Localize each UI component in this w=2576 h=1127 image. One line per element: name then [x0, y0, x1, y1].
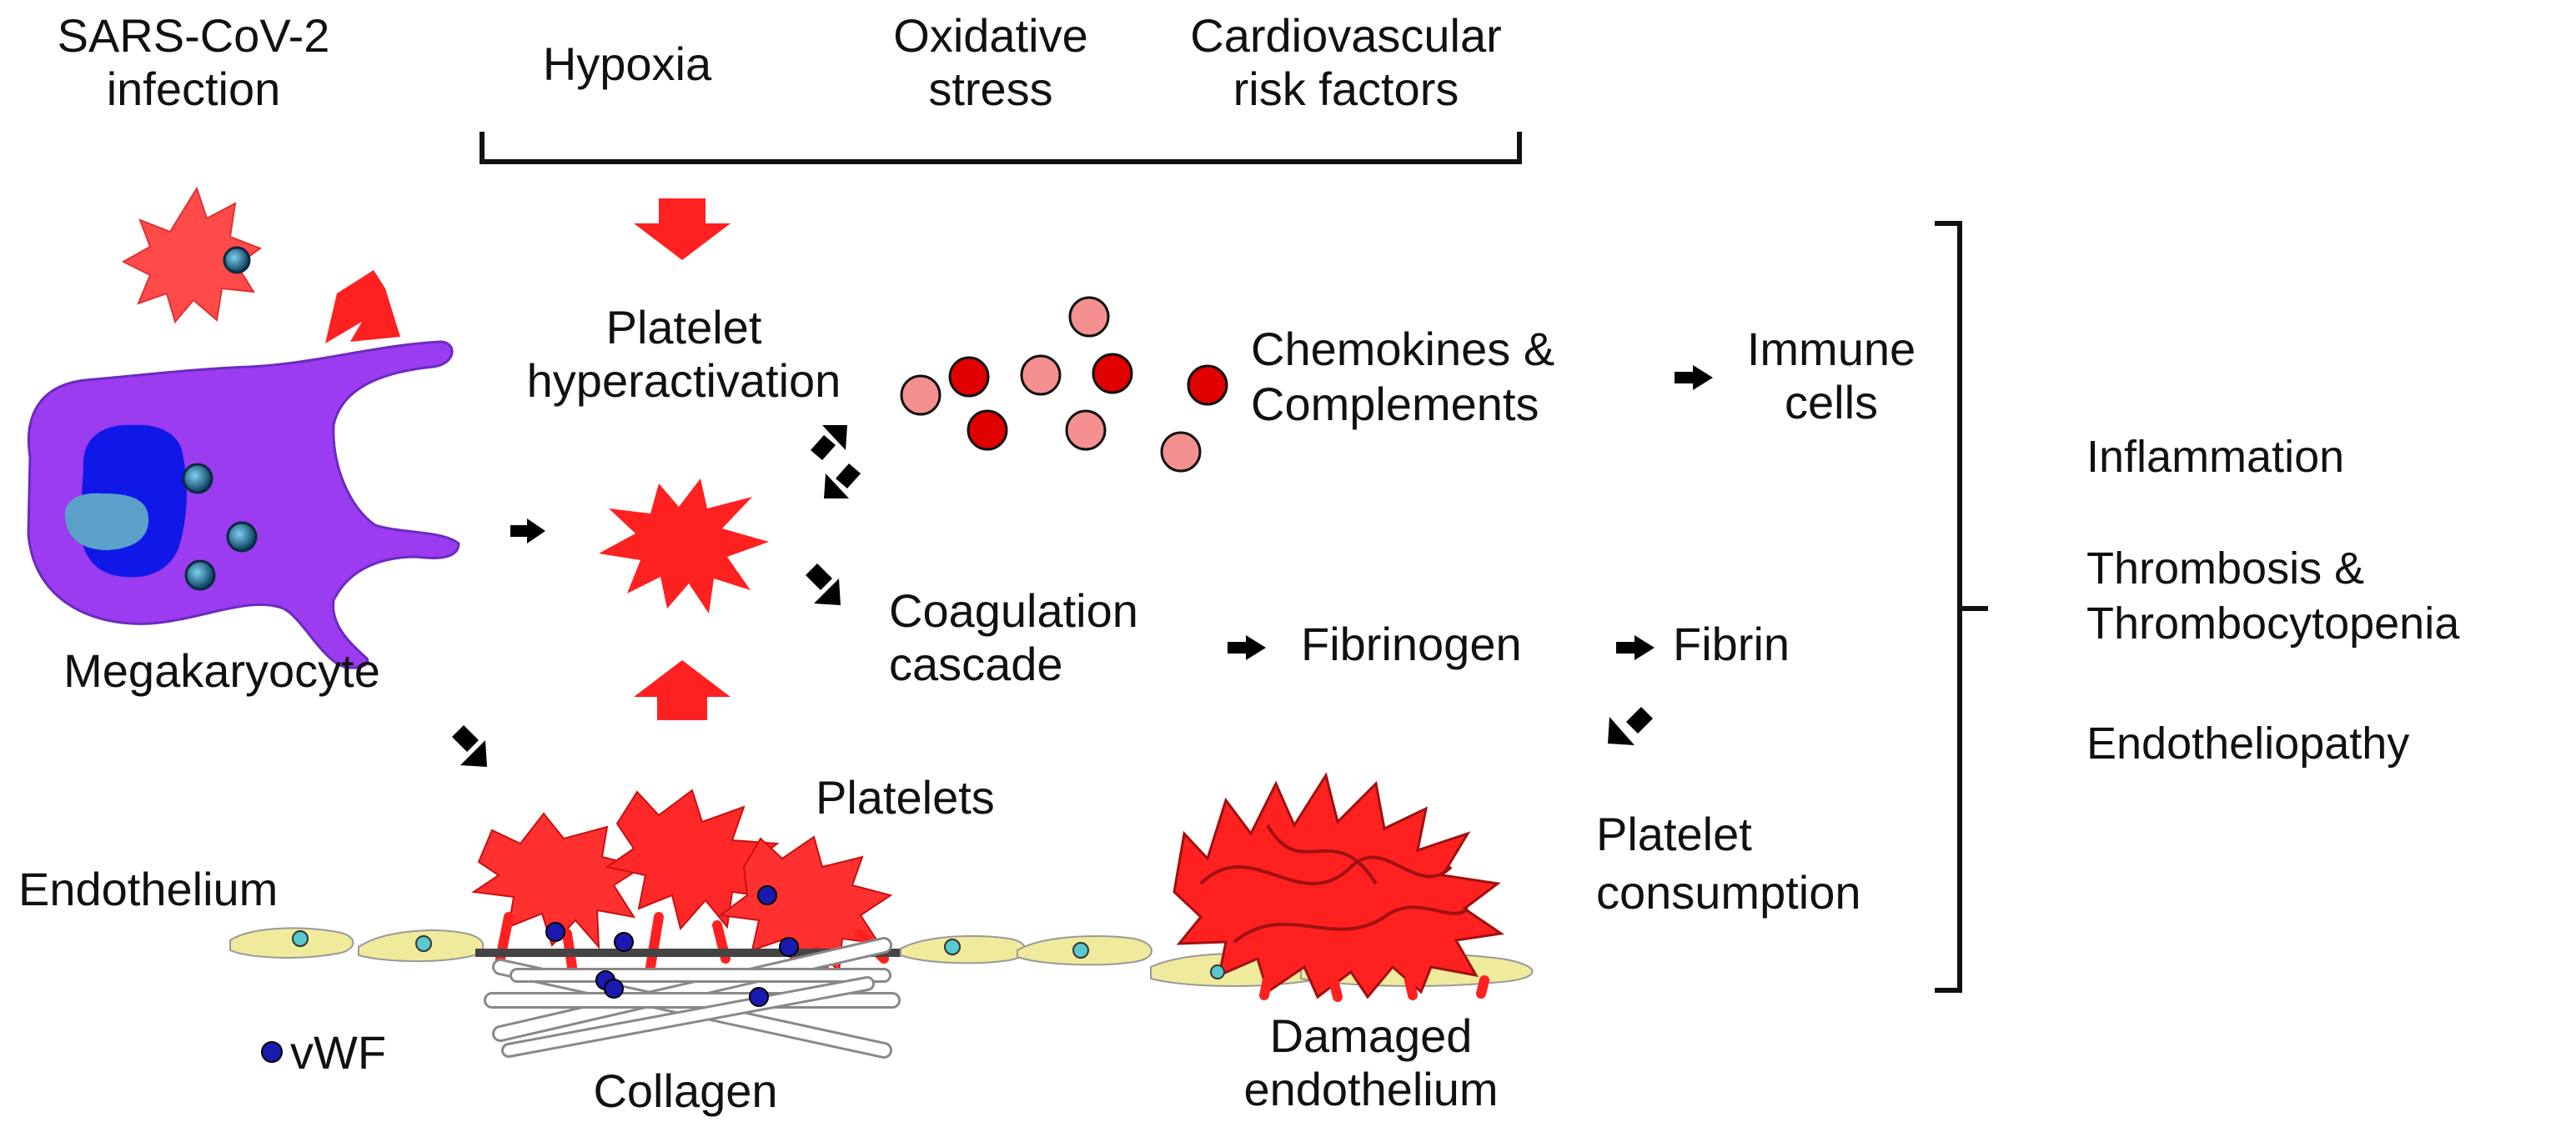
collagen-label: Collagen [593, 1064, 777, 1117]
factors-down-arrow [634, 198, 731, 260]
platelet-hyperactivation-label: Platelet hyperactivation [527, 301, 841, 407]
immune-line2: cells [1785, 376, 1878, 428]
fibrinogen-label: Fibrinogen [1301, 618, 1522, 670]
collagen-fibers [484, 937, 901, 1059]
mediator-particle [1020, 354, 1062, 396]
damaged-line2: endothelium [1243, 1063, 1498, 1115]
vwf-label: vWF [290, 1026, 386, 1079]
virus-particle-icon [223, 246, 251, 274]
consumption-line2: consumption [1596, 866, 1861, 919]
vwf-dots [545, 885, 799, 1007]
adhered-platelets [471, 789, 893, 979]
endothelium-label: Endothelium [18, 863, 278, 915]
chemokines-label: Chemokines & Complements [1251, 323, 1554, 430]
mediator-particle [967, 409, 1008, 451]
chemokines-to-immune-arrow [1675, 365, 1713, 390]
coagulation-label: Coagulation cascade [889, 584, 1138, 690]
virus-particle-icon [226, 521, 258, 553]
coagulation-line1: Coagulation [889, 584, 1138, 637]
cardiovascular-risk-label: Cardiovascular risk factors [1190, 9, 1502, 115]
consumption-line1: Platelet [1596, 808, 1752, 860]
activated-platelet [599, 478, 769, 614]
megakaryocyte-nucleus-lobe [64, 493, 149, 550]
chemokines-line1: Chemokines & [1251, 323, 1554, 375]
endothelium-strip [229, 927, 1152, 966]
endotheliopathy-label: Endotheliopathy [2086, 719, 2409, 769]
thrombosis-line1: Thrombosis & [2086, 543, 2364, 594]
platelets-label: Platelets [816, 771, 995, 824]
thrombosis-label: Thrombosis & Thrombocytopenia [2086, 543, 2460, 649]
immune-cells-label: Immune cells [1747, 323, 1916, 428]
platelet-hyper-line2: hyperactivation [527, 354, 841, 407]
top-factors-bracket [480, 132, 1522, 164]
inflammation-label: Inflammation [2086, 432, 2344, 482]
virus-particle-icon [182, 463, 213, 494]
collagen-up-arrow [634, 660, 731, 720]
sars-label-line1: SARS-CoV-2 [58, 9, 330, 62]
chemokines-line2: Complements [1251, 378, 1539, 430]
damaged-endothelium-label: Damaged endothelium [1243, 1009, 1498, 1115]
damaged-endothelium [1150, 772, 1534, 1002]
mediator-particle [1068, 296, 1110, 338]
platelet-to-mediators-arrow [811, 425, 847, 460]
mediator-particle [948, 356, 990, 398]
chemokine-particles [900, 296, 1228, 473]
mediator-particle [1160, 431, 1202, 473]
outcomes-bracket [1935, 221, 1988, 993]
infected-cell [121, 186, 263, 324]
infection-arrow [325, 270, 400, 343]
fibrin-to-damaged-arrow [1608, 707, 1653, 745]
mk-to-platelet-arrow [510, 518, 545, 543]
fibrinogen-to-fibrin-arrow [1616, 635, 1655, 660]
mediator-particle [1065, 409, 1107, 451]
fibrin-label: Fibrin [1673, 618, 1790, 670]
mediator-particle [900, 374, 942, 416]
cardio-label-line2: risk factors [1233, 63, 1459, 115]
platelet-to-coagulation-arrow [806, 564, 841, 605]
oxidative-label-line2: stress [928, 63, 1052, 115]
hypoxia-label: Hypoxia [543, 38, 712, 90]
oxidative-stress-label: Oxidative stress [893, 9, 1087, 115]
damaged-line1: Damaged [1270, 1009, 1473, 1062]
platelet-hyper-line1: Platelet [606, 301, 762, 353]
megakaryocyte-label: Megakaryocyte [63, 644, 380, 697]
sars-cov-2-label: SARS-CoV-2 infection [58, 9, 330, 115]
oxidative-label-line1: Oxidative [893, 9, 1087, 62]
vwf-legend-dot [261, 1041, 283, 1063]
vwf-legend: vWF [261, 1026, 386, 1079]
mediators-to-platelet-arrow [824, 463, 861, 498]
mk-to-endothelium-arrow [452, 725, 487, 767]
thrombosis-line2: Thrombocytopenia [2086, 599, 2460, 649]
mediator-particle [1187, 364, 1228, 406]
immune-line1: Immune [1747, 323, 1916, 375]
platelet-consumption-label: Platelet consumption [1596, 808, 1861, 919]
megakaryocyte-cell [27, 340, 460, 669]
cardio-label-line1: Cardiovascular [1190, 9, 1502, 62]
coagulation-line2: cascade [889, 638, 1063, 690]
sars-label-line2: infection [107, 63, 281, 115]
coagulation-to-fibrinogen-arrow [1228, 635, 1266, 660]
virus-particle-icon [184, 559, 216, 591]
mediator-particle [1092, 353, 1133, 394]
